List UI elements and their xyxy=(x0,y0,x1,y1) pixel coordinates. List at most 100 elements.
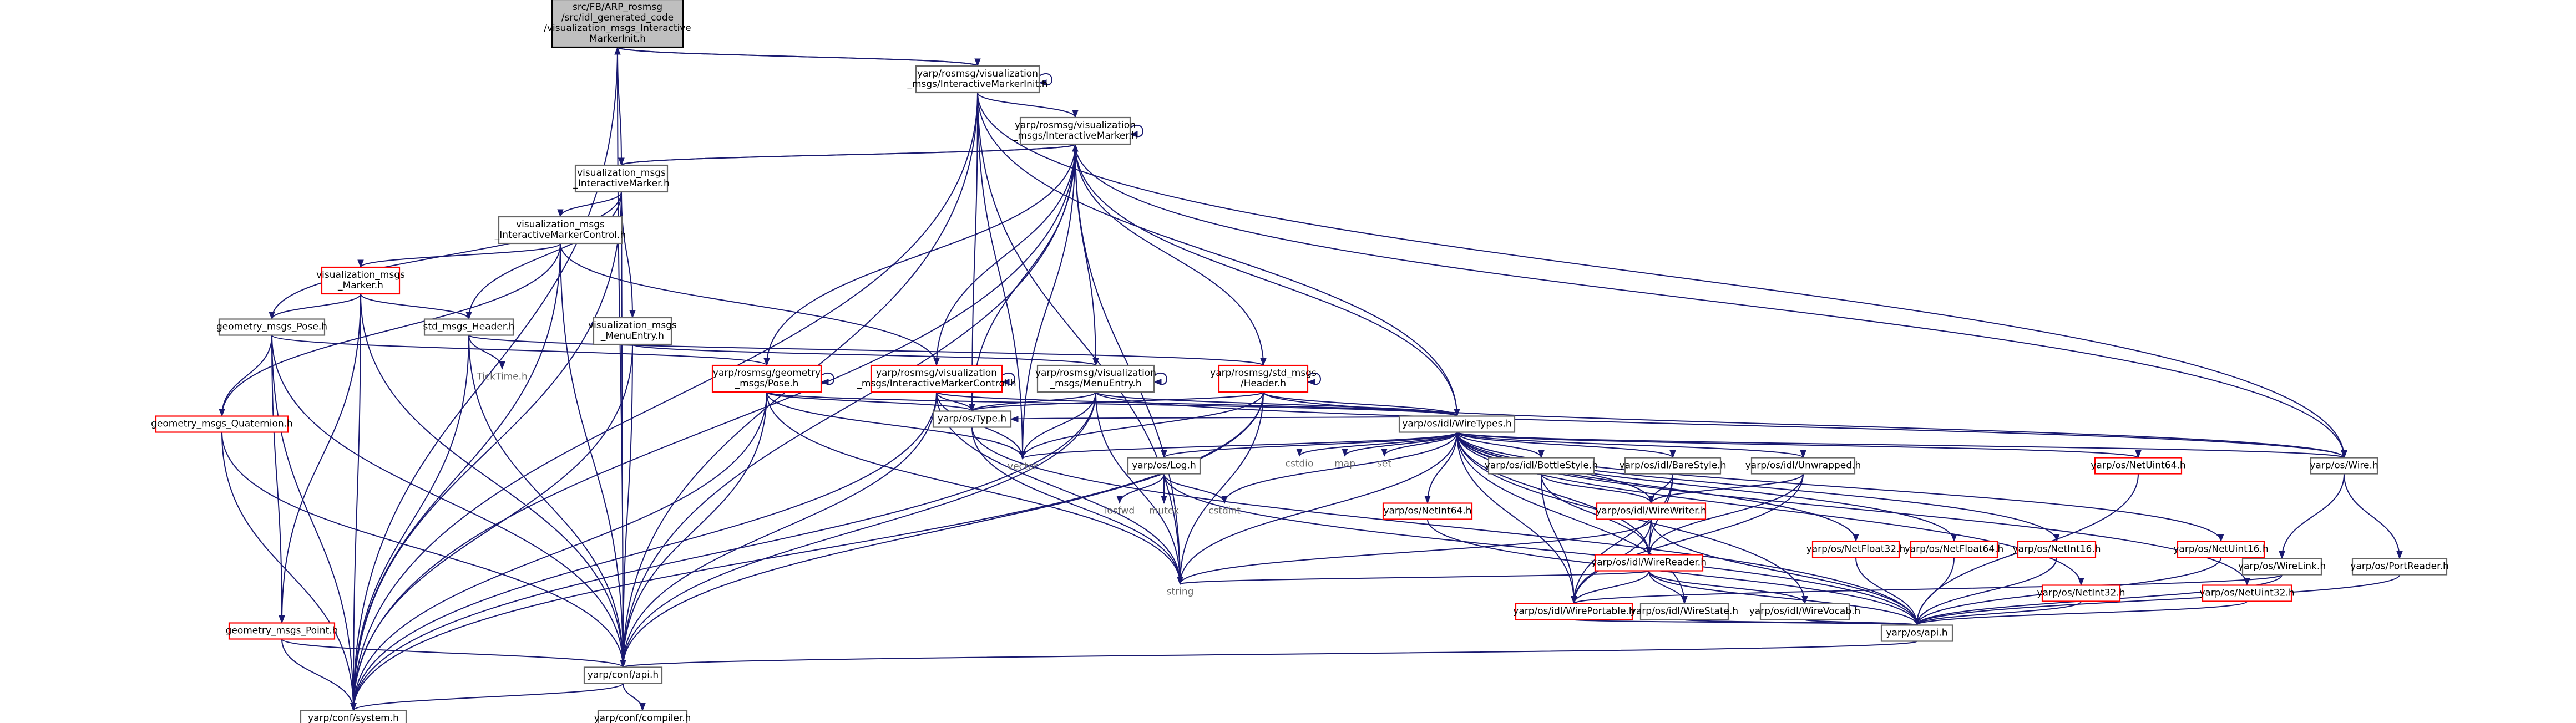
node-std_header[interactable]: std_msgs_Header.h xyxy=(423,318,515,336)
node-vm_marker[interactable]: visualization_msgs_Marker.h xyxy=(316,266,405,295)
node-label-line: _msgs/InteractiveMarkerInit.h xyxy=(907,79,1048,90)
node-os_wire[interactable]: yarp/os/Wire.h xyxy=(2310,457,2378,475)
arrowhead-icon xyxy=(2078,578,2084,586)
node-os_api[interactable]: yarp/os/api.h xyxy=(1880,624,1953,642)
include-edge-vm_imc-to-conf_api xyxy=(560,243,626,668)
node-netuint32[interactable]: yarp/os/NetUint32.h xyxy=(2199,584,2295,602)
node-netuint64[interactable]: yarp/os/NetUint64.h xyxy=(2091,457,2186,475)
node-wirewriter[interactable]: yarp/os/idl/WireWriter.h xyxy=(1596,502,1707,520)
node-vm_im[interactable]: visualization_msgs_InteractiveMarker.h xyxy=(573,164,670,193)
node-unwrapped[interactable]: yarp/os/idl/Unwrapped.h xyxy=(1745,457,1861,475)
node-box xyxy=(1515,603,1633,620)
node-portreader[interactable]: yarp/os/PortReader.h xyxy=(2350,558,2449,576)
include-edge-gm_pose-to-gm_point xyxy=(271,335,285,624)
node-os_type[interactable]: yarp/os/Type.h xyxy=(932,410,1012,428)
arrowhead-icon xyxy=(1669,450,1676,459)
include-edge-gm_point-to-conf_api xyxy=(281,638,626,668)
edge-line xyxy=(1299,431,1457,457)
node-box xyxy=(1759,603,1850,620)
arrowhead-icon xyxy=(1260,358,1267,366)
node-root[interactable]: src/FB/ARP_rosmsg/src/idl_generated_code… xyxy=(544,0,691,48)
edge-line xyxy=(221,243,561,416)
edge-line xyxy=(271,335,282,623)
node-conf_api[interactable]: yarp/conf/api.h xyxy=(583,666,663,684)
node-netint16[interactable]: yarp/os/NetInt16.h xyxy=(2012,541,2101,558)
edge-line xyxy=(2281,473,2345,559)
edge-line xyxy=(271,335,624,668)
node-imi[interactable]: yarp/rosmsg/visualization_msgs/Interacti… xyxy=(907,65,1048,94)
arrowhead-icon xyxy=(1038,79,1047,86)
node-layer: src/FB/ARP_rosmsg/src/idl_generated_code… xyxy=(151,0,2449,723)
node-label-line: _Marker.h xyxy=(337,280,383,291)
node-gm_quat[interactable]: geometry_msgs_Quaternion.h xyxy=(151,415,293,433)
edge-line xyxy=(766,391,973,412)
node-im_yr[interactable]: yarp/rosmsg/visualization_msgs/Interacti… xyxy=(1013,116,1137,145)
edge-line xyxy=(621,144,1076,166)
arrowhead-icon xyxy=(969,404,975,412)
include-edge-gm_pose-to-conf_system xyxy=(271,335,357,711)
arrowhead-icon xyxy=(763,358,770,366)
node-vm_imc[interactable]: visualization_msgs_InteractiveMarkerCont… xyxy=(494,216,626,245)
node-box xyxy=(551,0,684,48)
arrowhead-icon xyxy=(1296,449,1303,457)
include-edge-std_header-to-ticktime xyxy=(468,335,505,370)
node-wireportable[interactable]: yarp/os/idl/WirePortable.h xyxy=(1513,603,1635,620)
arrowhead-icon xyxy=(1072,143,1079,152)
include-edge-gm_pose-to-yr_pose xyxy=(271,334,770,366)
node-netfloat32[interactable]: yarp/os/NetFloat32.h xyxy=(1806,541,1906,558)
include-edge-yr_pose-to-os_type xyxy=(766,391,975,412)
node-wirereader[interactable]: yarp/os/idl/WireReader.h xyxy=(1591,554,1707,572)
edge-line xyxy=(1456,432,2082,585)
node-vm_menu[interactable]: visualization_msgs_MenuEntry.h xyxy=(588,317,677,345)
arrowhead-icon xyxy=(1019,451,1026,460)
arrowhead-icon xyxy=(357,259,364,268)
node-barestyle[interactable]: yarp/os/idl/BareStyle.h xyxy=(1620,457,1727,475)
node-netuint16[interactable]: yarp/os/NetUint16.h xyxy=(2173,541,2269,558)
edge-line xyxy=(468,334,1264,366)
include-edge-wiretypes-to-unwrapped xyxy=(1456,431,1806,459)
edge-line xyxy=(623,683,643,711)
node-label-line: TickTime.h xyxy=(476,371,528,383)
node-set: set xyxy=(1377,459,1391,470)
node-yr_imc[interactable]: yarp/rosmsg/visualization_msgs/Interacti… xyxy=(856,364,1016,393)
include-edge-vm_marker-to-gm_pose xyxy=(269,293,361,320)
include-edge-os_api-to-conf_api xyxy=(620,640,1917,668)
node-gm_pose[interactable]: geometry_msgs_Pose.h xyxy=(216,318,327,336)
node-yr_pose[interactable]: yarp/rosmsg/geometry_msgs/Pose.h xyxy=(711,364,822,393)
node-conf_system[interactable]: yarp/conf/system.h xyxy=(300,710,407,723)
node-label-line: /Header.h xyxy=(1241,378,1286,389)
node-os_log[interactable]: yarp/os/Log.h xyxy=(1127,457,1201,475)
edge-line xyxy=(1180,519,1652,584)
edge-line xyxy=(623,391,767,668)
include-edge-std_header-to-conf_system xyxy=(350,335,469,711)
node-box xyxy=(2241,558,2322,576)
node-yr_header[interactable]: yarp/rosmsg/std_msgs/Header.h xyxy=(1210,364,1317,393)
edge-line xyxy=(766,391,1457,417)
node-wirevocab[interactable]: yarp/os/idl/WireVocab.h xyxy=(1749,603,1861,620)
arrowhead-icon xyxy=(219,409,225,417)
edge-line xyxy=(353,293,361,711)
node-netint64[interactable]: yarp/os/NetInt64.h xyxy=(1382,502,1473,520)
edge-line xyxy=(1095,391,2345,459)
node-wirestate[interactable]: yarp/os/idl/WireState.h xyxy=(1631,603,1738,620)
node-wiretypes[interactable]: yarp/os/idl/WireTypes.h xyxy=(1398,415,1516,433)
node-gm_point[interactable]: geometry_msgs_Point.h xyxy=(226,622,338,640)
node-label-line: yarp/os/NetInt64.h xyxy=(1383,506,1471,517)
node-wirelink[interactable]: yarp/os/WireLink.h xyxy=(2238,558,2326,576)
node-netfloat64[interactable]: yarp/os/NetFloat64.h xyxy=(1905,541,2004,558)
node-label-line: map xyxy=(1334,459,1355,470)
edge-line xyxy=(936,391,1457,417)
arrowhead-icon xyxy=(465,312,472,320)
include-edge-im_yr-to-yr_imc xyxy=(933,144,1076,366)
node-bottlestyle[interactable]: yarp/os/idl/BottleStyle.h xyxy=(1485,457,1598,475)
node-yr_menu[interactable]: yarp/rosmsg/visualization_msgs/MenuEntry… xyxy=(1035,364,1156,393)
edge-line xyxy=(1263,391,2345,458)
include-edge-vm_imc-to-conf_system xyxy=(350,243,561,711)
node-netint32[interactable]: yarp/os/NetInt32.h xyxy=(2037,584,2125,602)
node-label-line: visualization_msgs xyxy=(588,320,677,331)
include-edge-yr_imc-to-wiretypes xyxy=(936,391,1460,417)
node-box xyxy=(218,318,326,336)
arrowhead-icon xyxy=(2279,551,2285,559)
edge-line xyxy=(1456,432,1856,542)
node-conf_compiler[interactable]: yarp/conf/compiler.h xyxy=(594,710,691,723)
